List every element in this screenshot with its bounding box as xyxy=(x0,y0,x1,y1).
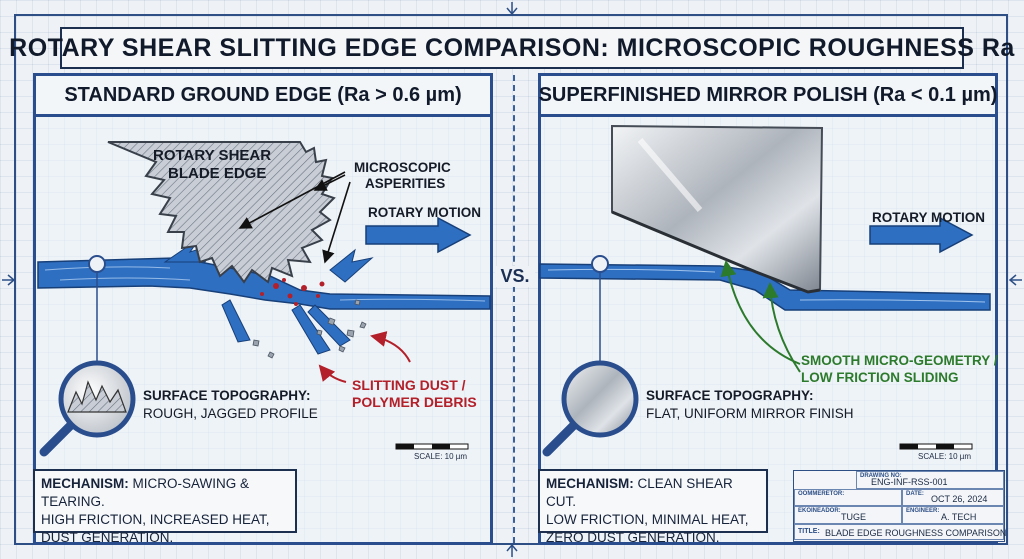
right-mechanism-line2: LOW FRICTION, MINIMAL HEAT, xyxy=(546,512,749,527)
left-panel-heading: STANDARD GROUND EDGE (Ra > 0.6 µm) xyxy=(64,83,462,106)
vs-label: VS. xyxy=(495,266,535,287)
tb-engineer: ENGINEER: A. TECH xyxy=(902,506,1004,524)
right-scale-label: SCALE: 10 µm xyxy=(918,452,972,461)
right-mechanism-line3: ZERO DUST GENERATION. xyxy=(546,530,720,545)
tb-date: DATE: OCT 26, 2024 xyxy=(902,489,1004,506)
tb-date-value: OCT 26, 2024 xyxy=(931,494,988,504)
left-mechanism-box: MECHANISM: MICRO-SAWING & TEARING. HIGH … xyxy=(33,469,297,545)
asperities-label-line2: ASPERITIES xyxy=(365,176,446,191)
debris-label-line2: POLYMER DEBRIS xyxy=(352,394,477,410)
left-topography-desc: ROUGH, JAGGED PROFILE xyxy=(143,406,318,421)
left-mechanism-line2: HIGH FRICTION, INCREASED HEAT, xyxy=(41,512,270,527)
tb-title-caption: TITLE: xyxy=(798,528,820,535)
center-divider xyxy=(513,75,515,543)
title-box: ROTARY SHEAR SLITTING EDGE COMPARISON: M… xyxy=(9,27,1014,69)
right-mechanism-text1: CLEAN SHEAR CUT. xyxy=(546,476,733,509)
tb-drawing-no-value: ENG-INF-RSS-001 xyxy=(871,477,948,487)
left-scale-label: SCALE: 10 µm xyxy=(414,452,468,461)
tb-oommeretor: OOMMERETOR: xyxy=(794,489,902,506)
blade-label-line1: ROTARY SHEAR xyxy=(153,147,272,164)
tb-date-caption: DATE: xyxy=(906,491,924,497)
smooth-label-line2: LOW FRICTION SLIDING xyxy=(801,370,959,385)
right-mechanism-line1: MECHANISM: CLEAN SHEAR CUT. xyxy=(546,475,760,511)
asperities-label-line1: MICROSCOPIC xyxy=(354,160,451,175)
left-mechanism-line1: MECHANISM: MICRO-SAWING & TEARING. xyxy=(41,475,289,511)
right-mechanism-title: MECHANISM: xyxy=(546,476,634,491)
tb-oommeretor-caption: OOMMERETOR: xyxy=(798,491,845,497)
right-motion-label: ROTARY MOTION xyxy=(872,210,985,225)
page-title: ROTARY SHEAR SLITTING EDGE COMPARISON: M… xyxy=(9,33,1015,62)
left-mechanism-title: MECHANISM: xyxy=(41,476,129,491)
title-block: DRAWING NO: ENG-INF-RSS-001 OOMMERETOR: … xyxy=(793,470,1007,542)
right-scale-bar xyxy=(899,443,973,450)
smooth-label-line1: SMOOTH MICRO-GEOMETRY / xyxy=(801,353,998,368)
right-panel-heading: SUPERFINISHED MIRROR POLISH (Ra < 0.1 µm… xyxy=(538,83,998,106)
tb-title: TITLE: BLADE EDGE ROUGHNESS COMPARISON xyxy=(794,524,1007,540)
left-scale-bar xyxy=(395,443,469,450)
left-panel-header: STANDARD GROUND EDGE (Ra > 0.6 µm) xyxy=(36,76,490,117)
left-mechanism-text1: MICRO-SAWING & TEARING. xyxy=(41,476,249,509)
right-topography-title: SURFACE TOPOGRAPHY: xyxy=(646,388,814,403)
right-magnifier-lens xyxy=(561,360,639,438)
left-topography-title: SURFACE TOPOGRAPHY: xyxy=(143,388,311,403)
tb-ekoineador-value: TUGE xyxy=(841,512,867,522)
right-topography-desc: FLAT, UNIFORM MIRROR FINISH xyxy=(646,406,854,421)
debris-label-line1: SLITTING DUST / xyxy=(352,377,466,393)
tb-drawing-no: DRAWING NO: ENG-INF-RSS-001 xyxy=(856,471,1004,489)
left-mechanism-line3: DUST GENERATION. xyxy=(41,530,174,545)
tb-ekoineador-caption: EKOINEADOR: xyxy=(798,508,841,514)
ground-blade xyxy=(107,141,336,284)
right-mechanism-box: MECHANISM: CLEAN SHEAR CUT. LOW FRICTION… xyxy=(538,469,768,545)
tb-drawing-no-caption: DRAWING NO: xyxy=(860,473,902,479)
left-motion-label: ROTARY MOTION xyxy=(368,205,481,220)
tb-engineer-value: A. TECH xyxy=(941,512,977,522)
right-panel-header: SUPERFINISHED MIRROR POLISH (Ra < 0.1 µm… xyxy=(538,76,998,117)
tb-title-value: BLADE EDGE ROUGHNESS COMPARISON xyxy=(825,528,1007,538)
tb-ekoineador: EKOINEADOR: TUGE xyxy=(794,506,902,524)
outer-frame xyxy=(14,14,1008,545)
tb-engineer-caption: ENGINEER: xyxy=(906,508,940,514)
blade-label-line2: BLADE EDGE xyxy=(168,165,267,182)
